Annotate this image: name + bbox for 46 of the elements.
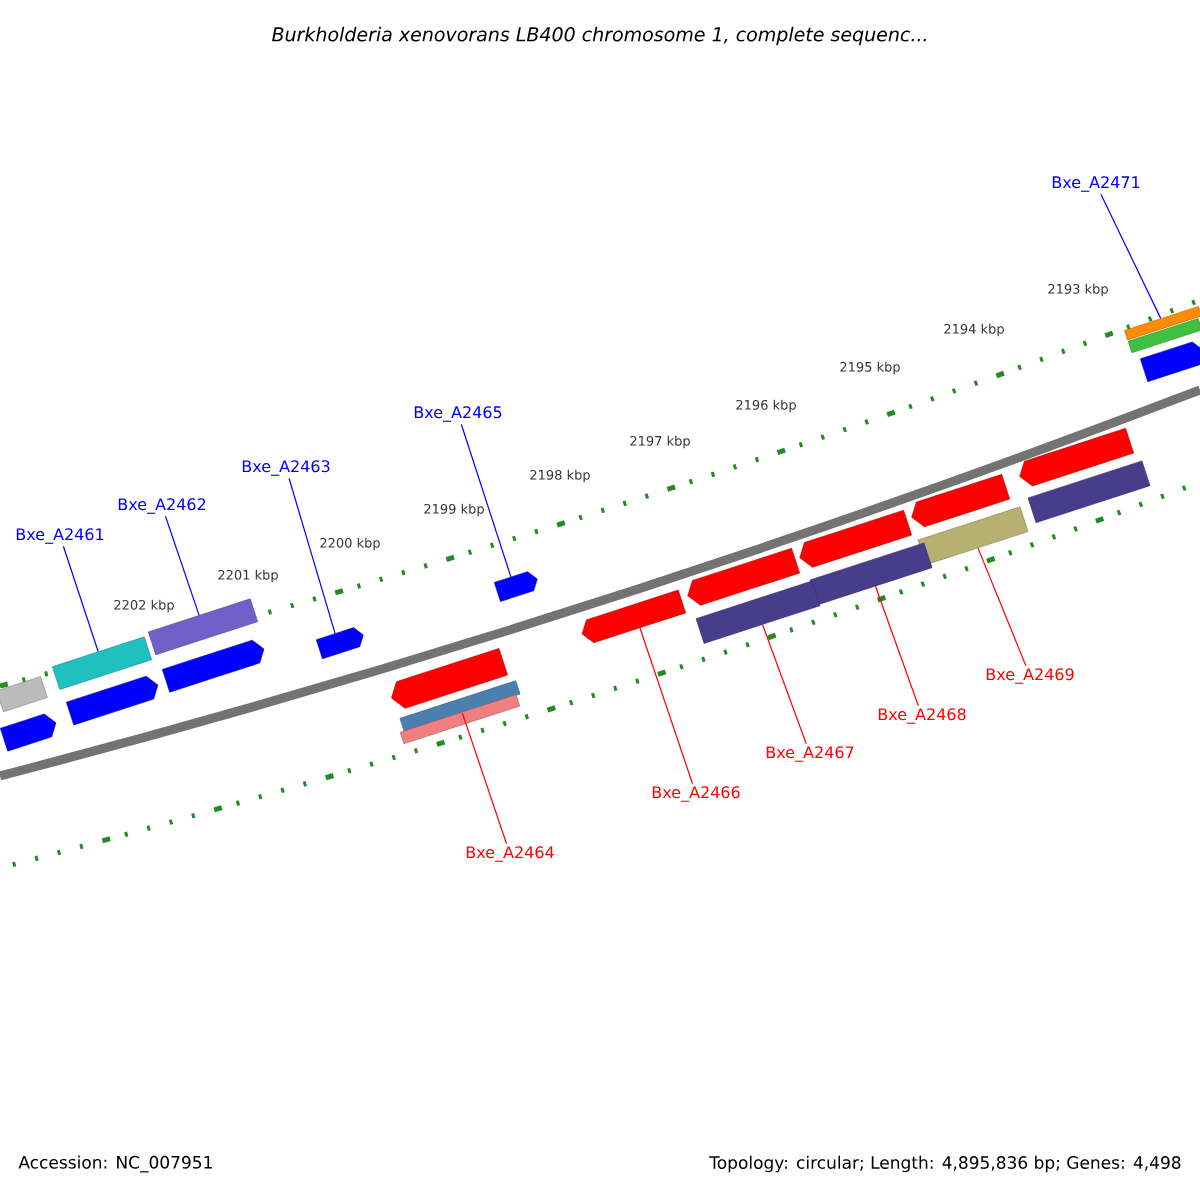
leader-line bbox=[164, 515, 200, 616]
gene-label: Bxe_A2468 bbox=[878, 708, 966, 724]
leader-line bbox=[1100, 193, 1162, 319]
leader-line bbox=[461, 712, 508, 845]
leader-line bbox=[874, 585, 919, 707]
gene-label: Bxe_A2464 bbox=[466, 846, 554, 862]
leader-line bbox=[762, 624, 807, 745]
gene-bar bbox=[917, 506, 1029, 565]
leader-line bbox=[639, 627, 694, 785]
gene-bar bbox=[399, 694, 521, 744]
gene-block bbox=[1140, 341, 1200, 382]
gene-block bbox=[687, 548, 800, 606]
summary-text: Topology: circular; Length: 4,895,836 bp; Genes: 4,498 bbox=[709, 1155, 1181, 1173]
gene-block bbox=[581, 589, 686, 644]
gene-label: Bxe_A2467 bbox=[766, 746, 854, 762]
gene-bar bbox=[1124, 306, 1200, 341]
gene-label: Bxe_A2461 bbox=[16, 528, 104, 544]
leader-line bbox=[62, 545, 99, 653]
gene-block bbox=[162, 639, 265, 693]
gene-bar bbox=[52, 636, 152, 690]
gene-bar bbox=[399, 680, 521, 732]
leader-line bbox=[977, 547, 1027, 667]
gene-label: Bxe_A2465 bbox=[414, 406, 502, 422]
gene-label: Bxe_A2471 bbox=[1052, 176, 1140, 192]
gene-bar bbox=[809, 542, 933, 605]
gene-label: Bxe_A2462 bbox=[118, 498, 206, 514]
leader-line bbox=[288, 477, 336, 634]
gene-block bbox=[66, 675, 159, 726]
gene-block bbox=[315, 627, 364, 660]
gene-bar bbox=[1127, 318, 1200, 353]
gene-label: Bxe_A2469 bbox=[986, 668, 1074, 684]
gene-label: Bxe_A2466 bbox=[652, 786, 740, 802]
gene-bar bbox=[0, 676, 48, 713]
gene-bar bbox=[1027, 460, 1151, 523]
title: Burkholderia xenovorans LB400 chromosome 1, complete sequenc... bbox=[272, 26, 926, 46]
gene-block bbox=[391, 648, 508, 709]
gene-block bbox=[1019, 428, 1134, 487]
accession-text: Accession: NC_007951 bbox=[18, 1155, 212, 1173]
gene-block bbox=[493, 571, 538, 602]
gene-block bbox=[0, 713, 57, 752]
gene-bar bbox=[148, 598, 258, 656]
leader-line bbox=[460, 423, 512, 578]
gene-block bbox=[911, 474, 1010, 528]
gene-bar bbox=[695, 580, 821, 644]
gene-label: Bxe_A2463 bbox=[242, 460, 330, 476]
gene-block bbox=[799, 510, 912, 568]
